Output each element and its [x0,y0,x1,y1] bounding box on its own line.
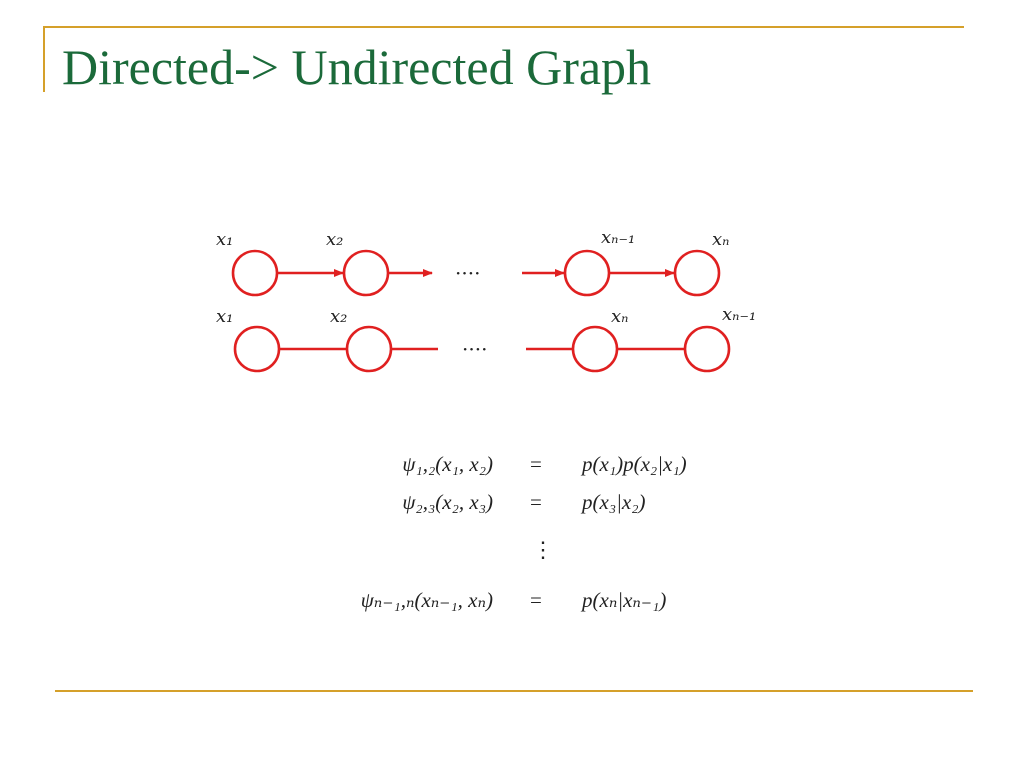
undirected-label-x2: x₂ [330,306,347,327]
equation-lhs: ψₙ₋₁,ₙ(xₙ₋₁, xₙ) [360,588,493,612]
undirected-chain: ···· x₁ x₂ xₙ xₙ₋₁ [216,304,756,373]
directed-label-xn: xₙ [712,229,729,250]
equation-rhs: p(x₁)p(x₂|x₁) [582,452,687,476]
directed-label-xn-1: xₙ₋₁ [601,227,635,248]
frame-left-rule [43,26,45,92]
equation-equals-sign: = [530,588,542,612]
undirected-node-xn-1 [683,325,731,373]
directed-node-xn [673,249,721,297]
undirected-node-x1 [233,325,281,373]
equation-row: ψ₂,₃(x₂, x₃) = p(x₃|x₂) [240,490,780,520]
undirected-node-x2 [345,325,393,373]
directed-node-xn-1 [563,249,611,297]
frame-top-rule [43,26,964,28]
directed-chain: ···· x₁ x₂ xₙ₋₁ xₙ [216,227,729,297]
undirected-label-xn: xₙ [611,306,628,327]
undirected-label-xn-1: xₙ₋₁ [722,304,756,325]
directed-label-x2: x₂ [326,229,343,250]
equation-equals-sign: = [530,452,542,476]
directed-node-x2 [342,249,390,297]
equation-rhs: p(x₃|x₂) [582,490,646,514]
slide-title: Directed-> Undirected Graph [62,39,652,95]
directed-label-x1: x₁ [216,229,233,250]
undirected-ellipsis: ···· [462,337,487,361]
directed-ellipsis: ···· [455,261,480,285]
frame-bottom-rule [55,690,973,692]
equation-lhs: ψ₁,₂(x₁, x₂) [402,452,493,476]
equation-row: ψ₁,₂(x₁, x₂) = p(x₁)p(x₂|x₁) [240,452,780,482]
equation-equals-sign: = [530,490,542,514]
undirected-node-xn [571,325,619,373]
equation-vertical-ellipsis: ⋮ [532,537,554,562]
equation-lhs: ψ₂,₃(x₂, x₃) [402,490,493,514]
equation-rhs: p(xₙ|xₙ₋₁) [582,588,667,612]
undirected-label-x1: x₁ [216,306,233,327]
equation-row: ψₙ₋₁,ₙ(xₙ₋₁, xₙ) = p(xₙ|xₙ₋₁) [240,588,780,618]
directed-node-x1 [231,249,279,297]
